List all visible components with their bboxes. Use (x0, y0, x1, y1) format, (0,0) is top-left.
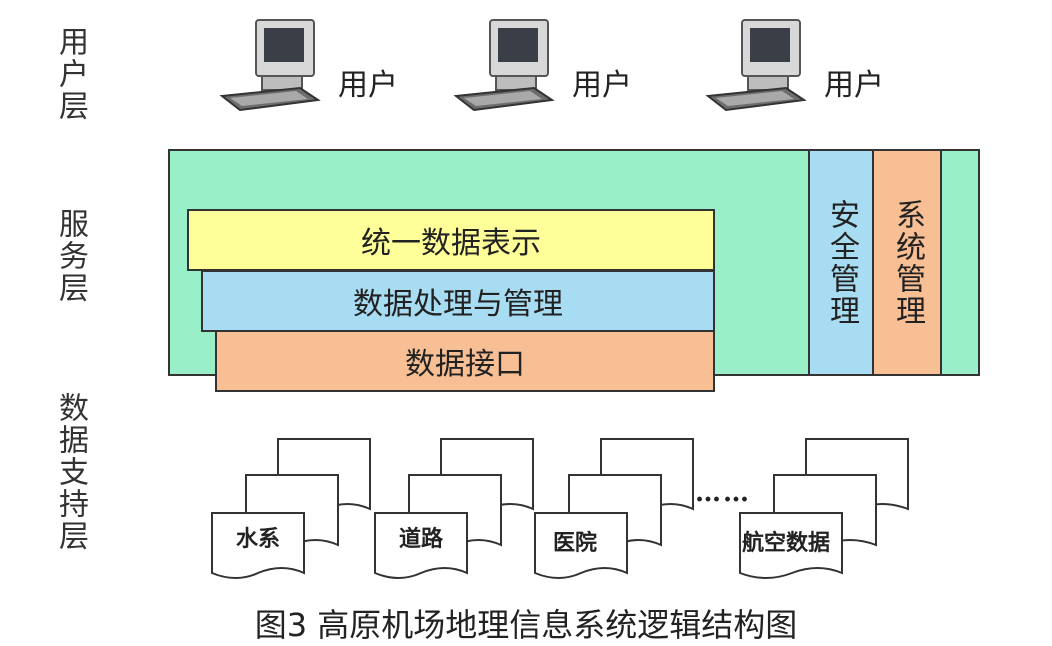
data-source-label: 道路 (399, 526, 444, 552)
data-source-label: 医院 (553, 530, 598, 556)
computer-icon (453, 19, 555, 112)
layer-label-service: 服务层 (53, 208, 88, 304)
user-label: 用户 (338, 68, 398, 103)
computer-icon (705, 19, 807, 112)
user-label: 用户 (824, 68, 884, 103)
computer-icon (219, 19, 321, 112)
user-1: 用户 (218, 18, 438, 118)
document-stack-icon (534, 438, 694, 579)
data-source-hospital: 医院 (533, 437, 703, 587)
document-stack-icon (211, 438, 371, 579)
data-interface-bar: 数据接口 (215, 330, 715, 392)
unified-data-representation-bar: 统一数据表示 (187, 209, 715, 271)
user-2: 用户 (452, 18, 672, 118)
data-source-water: 水系 (210, 437, 380, 587)
data-source-road: 道路 (373, 437, 543, 587)
data-source-label: 水系 (236, 526, 281, 552)
data-processing-bar: 数据处理与管理 (201, 270, 715, 332)
user-label: 用户 (572, 68, 632, 103)
system-management-bar: 系统管理 (872, 149, 942, 376)
layer-label-data: 数据支持层 (53, 392, 88, 552)
security-management-label: 安全管理 (824, 198, 859, 327)
document-stack-icon (739, 438, 909, 579)
document-stack-icon (374, 438, 534, 579)
data-source-aviation: 航空数据 (738, 437, 918, 587)
user-3: 用户 (704, 18, 924, 118)
layer-label-user: 用户层 (53, 26, 88, 122)
figure-caption: 图3 高原机场地理信息系统逻辑结构图 (254, 606, 798, 644)
data-source-label: 航空数据 (742, 530, 831, 556)
system-management-label: 系统管理 (890, 198, 925, 327)
ellipsis: …… (695, 478, 751, 508)
security-management-bar: 安全管理 (808, 149, 874, 376)
